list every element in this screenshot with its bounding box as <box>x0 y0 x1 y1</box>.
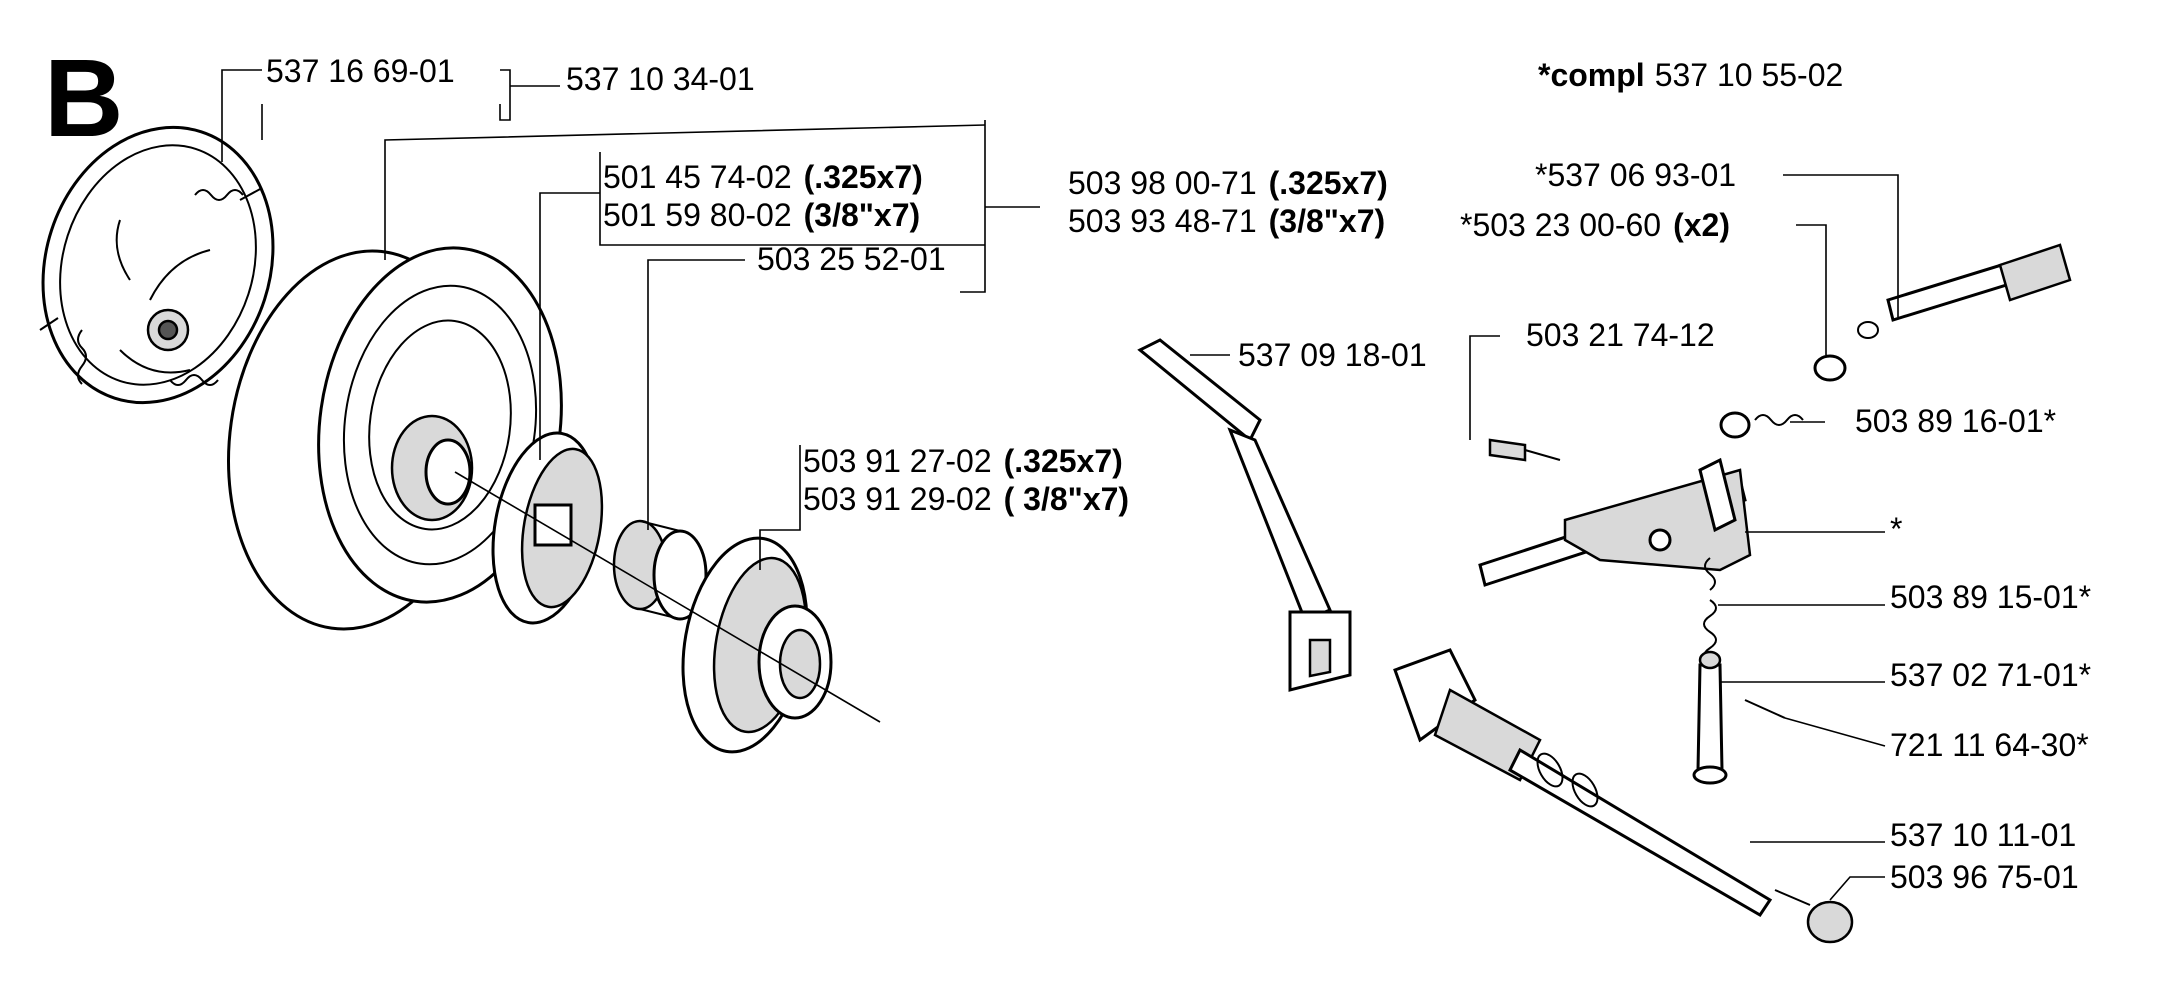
switch-pin-head <box>1698 650 1722 670</box>
stop-switch-assembly <box>1478 243 2072 785</box>
clutch-springs <box>77 189 244 386</box>
label-503-91-27-02: 503 91 27-02(.325x7) <box>803 443 1123 479</box>
rim-sprocket-spline <box>533 503 573 547</box>
roll-pin <box>1744 699 1786 719</box>
leader-lines <box>221 69 1899 901</box>
label-503-96-75-01: 503 96 75-01 <box>1890 859 2079 895</box>
drum-hub-bore <box>424 438 472 506</box>
label-537-16-69-01: 537 16 69-01 <box>266 53 455 89</box>
label-537-10-11-01: 537 10 11-01 <box>1890 817 2076 853</box>
clutch-arms <box>115 219 211 374</box>
label-503-98-00-71: 503 98 00-71(.325x7) <box>1068 165 1388 201</box>
compl-prefix: *compl <box>1538 57 1645 93</box>
throttle-rod <box>1393 648 1773 918</box>
label-537-10-34-01: 537 10 34-01 <box>566 61 755 97</box>
label-503-21-74-12: 503 21 74-12 <box>1526 317 1715 353</box>
rod-ring-2 <box>1571 772 1599 808</box>
drum-face-ring <box>342 284 538 566</box>
label-503-91-29-02: 503 91 29-02( 3/8"x7) <box>803 481 1129 517</box>
label-503-89-16-01: 503 89 16-01* <box>1855 403 2056 439</box>
lever-arm <box>1227 427 1332 622</box>
label-537-09-18-01: 537 09 18-01 <box>1238 337 1427 373</box>
small-spring <box>1754 414 1804 426</box>
rod-yoke <box>1393 648 1477 743</box>
switch-bracket <box>1563 468 1752 572</box>
label-503-93-48-71: 503 93 48-71(3/8"x7) <box>1068 203 1385 239</box>
switch-pin <box>1696 663 1724 772</box>
screw-thread <box>1524 449 1561 461</box>
label-501-45-74-02: 501 45 74-02(.325x7) <box>603 159 923 195</box>
spring-washer <box>1719 411 1751 439</box>
label-721-11-64-30: 721 11 64-30* <box>1890 727 2089 763</box>
switch-bracket-tab <box>1698 457 1737 533</box>
rod-shaft <box>1508 747 1773 918</box>
rod-collar <box>1433 688 1542 782</box>
shaft-washer <box>1813 354 1847 382</box>
compl-header: *compl 537 10 55-02 <box>1538 57 1843 93</box>
switch-shaft-end <box>1857 321 1879 339</box>
needle-bearing-edges <box>639 520 681 620</box>
label-503-23-00-60: *503 23 00-60(x2) <box>1460 207 1730 243</box>
throttle-lever <box>1137 338 1352 692</box>
clutch-inner-rim <box>59 144 257 386</box>
clutch-shoe-assembly <box>39 125 275 405</box>
end-cap-pin <box>1774 889 1811 906</box>
drum-face-inner-ring <box>368 319 512 531</box>
clutch-hub-hole <box>157 319 179 341</box>
label-asterisk: * <box>1890 511 1902 547</box>
end-cap <box>1774 889 1854 944</box>
label-537-06-93-01: *537 06 93-01 <box>1535 157 1736 193</box>
bracket-spring-coil <box>1704 557 1716 591</box>
clutch-axis-line <box>454 471 881 723</box>
label-537-02-71-01: 537 02 71-01* <box>1890 657 2091 693</box>
switch-shaft-knurl <box>1998 243 2072 302</box>
lever-handle-top <box>1137 338 1262 443</box>
end-cap-knob <box>1806 900 1854 944</box>
rim-sprocket <box>491 431 604 625</box>
label-503-25-52-01: 503 25 52-01 <box>757 241 946 277</box>
compl-number: 537 10 55-02 <box>1655 57 1844 93</box>
clutch-shoe-gaps <box>39 187 263 331</box>
spur-sprocket <box>681 536 833 754</box>
label-501-59-80-02: 501 59 80-02(3/8"x7) <box>603 197 920 233</box>
switch-bracket-hole <box>1648 528 1672 552</box>
clutch-body <box>41 125 275 405</box>
label-503-89-15-01: 503 89 15-01* <box>1890 579 2091 615</box>
switch-pin-base <box>1692 765 1728 785</box>
section-letter: B <box>44 37 123 160</box>
screw-head <box>1488 438 1527 462</box>
lever-yoke-slot <box>1308 638 1332 678</box>
spur-sprocket-bore <box>778 628 822 700</box>
rod-ring-1 <box>1536 752 1564 788</box>
